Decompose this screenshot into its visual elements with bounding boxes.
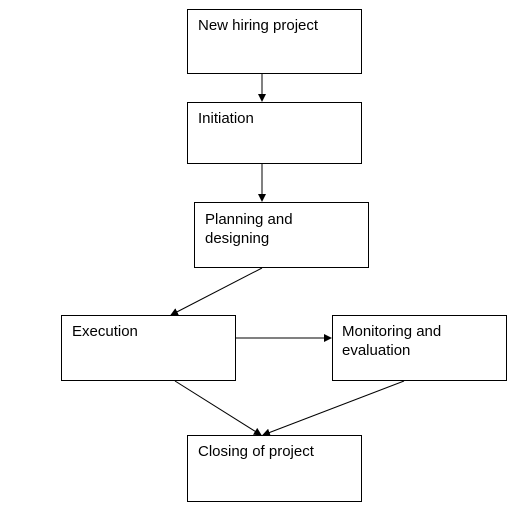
node-label-line2: evaluation [342, 342, 411, 359]
node-label-line1: Monitoring and [342, 323, 442, 340]
arrow-execution-to-closing [174, 380, 262, 436]
node-label-line2: designing [205, 230, 270, 247]
node-monitoring-and-evaluation: Monitoring and evaluation [332, 315, 507, 381]
node-label: Closing of project [198, 443, 314, 460]
node-initiation: Initiation [187, 102, 362, 164]
arrow-monitoring-to-closing [262, 380, 405, 437]
node-planning-and-designing: Planning and designing [194, 202, 369, 268]
node-label-line1: Planning and [205, 211, 293, 228]
node-execution: Execution [61, 315, 236, 381]
node-label: Execution [72, 323, 138, 340]
arrow-planning-to-execution [170, 267, 263, 316]
node-closing-of-project: Closing of project [187, 435, 362, 502]
node-label: New hiring project [198, 17, 319, 34]
node-label: Initiation [198, 110, 254, 127]
node-new-hiring-project: New hiring project [187, 9, 362, 74]
